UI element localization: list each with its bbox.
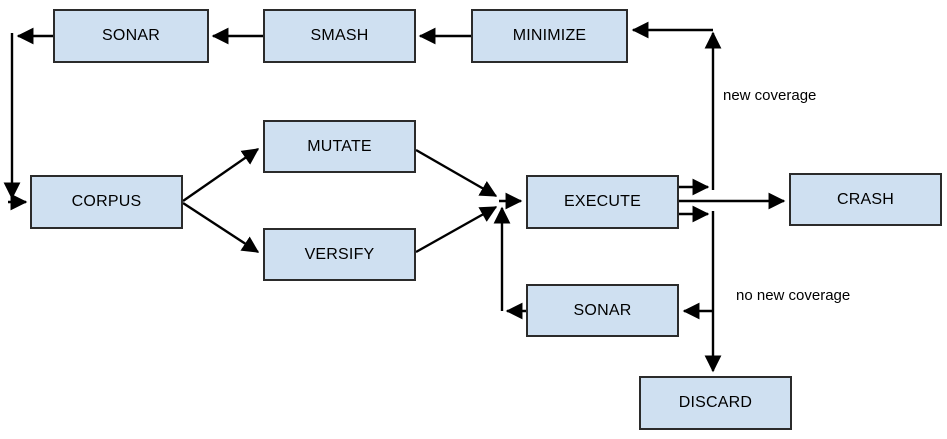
- node-label: DISCARD: [678, 394, 753, 411]
- edge-versify-to-execute: [415, 205, 498, 254]
- node-label: CORPUS: [71, 193, 142, 210]
- node-sonar-bottom[interactable]: SONAR: [526, 284, 679, 337]
- node-crash[interactable]: CRASH: [789, 173, 942, 226]
- node-label: EXECUTE: [564, 193, 641, 210]
- edge-label-new-coverage: new coverage: [723, 87, 817, 104]
- node-mutate[interactable]: MUTATE: [263, 120, 416, 173]
- node-label: SMASH: [310, 27, 369, 44]
- node-corpus[interactable]: CORPUS: [30, 175, 183, 229]
- node-label: MUTATE: [307, 137, 372, 155]
- node-discard[interactable]: DISCARD: [639, 376, 792, 430]
- node-minimize[interactable]: MINIMIZE: [471, 9, 628, 63]
- node-label: SONAR: [102, 27, 160, 44]
- edge-corpus-to-mutate: [182, 148, 260, 202]
- edge-mutate-to-execute: [415, 148, 498, 198]
- edge-label-no-new-coverage: no new coverage: [736, 287, 851, 304]
- node-label: MINIMIZE: [512, 27, 587, 44]
- node-versify[interactable]: VERSIFY: [263, 228, 416, 281]
- node-sonar-top[interactable]: SONAR: [53, 9, 209, 63]
- node-label: SONAR: [573, 301, 632, 319]
- node-execute[interactable]: EXECUTE: [526, 175, 679, 229]
- node-smash[interactable]: SMASH: [263, 9, 416, 63]
- edge-corpus-to-versify: [182, 201, 260, 254]
- node-label: CRASH: [836, 190, 894, 208]
- node-label: VERSIFY: [304, 245, 375, 263]
